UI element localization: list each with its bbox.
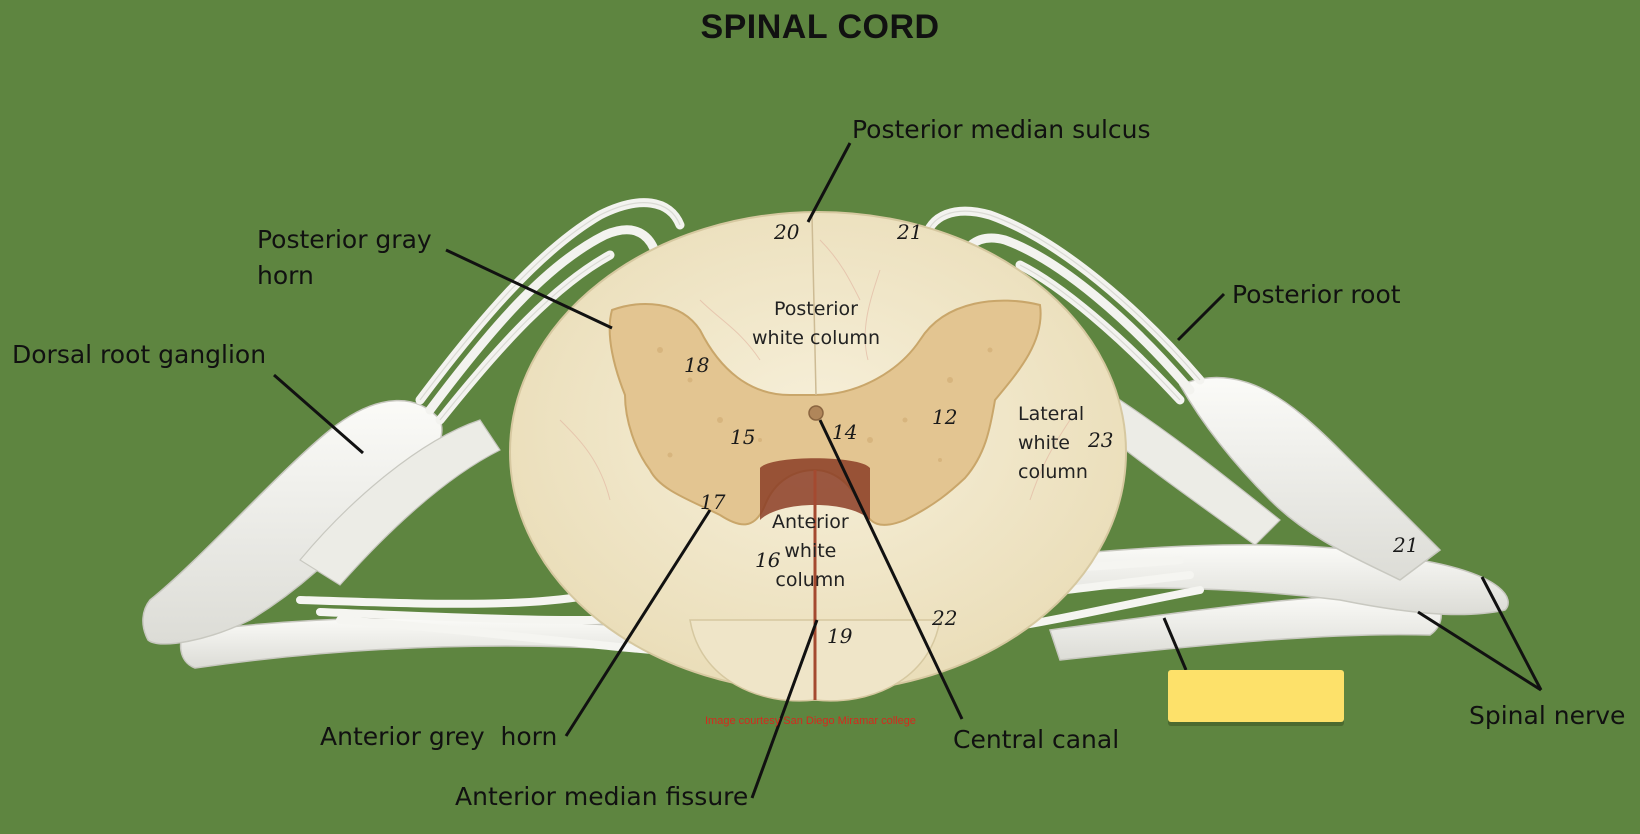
leader-lines xyxy=(273,142,1543,799)
label-central-canal: Central canal xyxy=(953,725,1120,754)
specimen-number-22: 22 xyxy=(932,606,958,630)
label-lateral-white-column: Lateral white column xyxy=(1018,403,1088,483)
page-title: SPINAL CORD xyxy=(700,8,940,46)
label-posterior-white-column: Posterior white column xyxy=(752,298,880,349)
right-ventral-root-bundle xyxy=(1099,399,1281,546)
label-anterior-median-fissure: Anterior median fissure xyxy=(455,782,749,811)
specimen-number-20: 20 xyxy=(774,220,800,244)
specimen-number-12: 12 xyxy=(932,405,958,429)
leader-posterior-gray-horn xyxy=(445,248,613,330)
gray-matter-texture xyxy=(657,347,993,462)
leader-spinal-nerve-lower xyxy=(1417,610,1542,692)
leader-anterior-median-fissure xyxy=(750,619,819,799)
posterior-median-sulcus-line xyxy=(811,214,817,396)
image-credit: Image courtesy San Diego Miramar college xyxy=(705,715,916,727)
specimen-number-21-top: 21 xyxy=(897,220,923,244)
leader-anterior-grey-horn xyxy=(564,509,712,737)
surface-vessels xyxy=(559,239,1071,501)
leader-spinal-nerve-upper xyxy=(1480,576,1543,691)
label-posterior-gray-horn: Posterior gray horn xyxy=(257,225,432,290)
right-spinal-nerve-lower xyxy=(1049,593,1442,661)
label-dorsal-root-ganglion: Dorsal root ganglion xyxy=(12,340,267,369)
right-dorsal-root-ganglion xyxy=(1178,376,1442,581)
leader-dorsal-root-ganglion xyxy=(273,373,364,455)
specimen-number-17: 17 xyxy=(700,490,726,514)
leader-answer-box xyxy=(1162,617,1188,671)
left-ventral-root-bundle xyxy=(299,419,501,586)
specimen-number-15: 15 xyxy=(730,425,756,449)
label-posterior-median-sulcus: Posterior median sulcus xyxy=(852,115,1151,144)
answer-box[interactable] xyxy=(1168,670,1344,722)
label-spinal-nerve: Spinal nerve xyxy=(1469,701,1626,730)
label-anterior-white-column: Anterior white column xyxy=(772,511,849,591)
specimen-number-14: 14 xyxy=(832,420,858,444)
specimen-number-16: 16 xyxy=(755,548,781,572)
specimen-number-23: 23 xyxy=(1088,428,1114,452)
specimen-number-21-nerve: 21 xyxy=(1393,533,1419,557)
right-posterior-rootlet-edges xyxy=(924,210,1201,401)
left-posterior-rootlet-edges xyxy=(419,202,681,421)
leader-posterior-root xyxy=(1176,292,1226,342)
gray-matter-butterfly xyxy=(608,299,1042,526)
label-anterior-grey-horn: Anterior grey horn xyxy=(320,722,558,751)
leader-central-canal xyxy=(818,419,964,720)
label-posterior-root: Posterior root xyxy=(1232,280,1401,309)
central-canal-dot xyxy=(808,405,824,421)
leader-posterior-median-sulcus xyxy=(806,142,852,223)
specimen-number-19: 19 xyxy=(827,624,853,648)
specimen-number-18: 18 xyxy=(684,353,710,377)
